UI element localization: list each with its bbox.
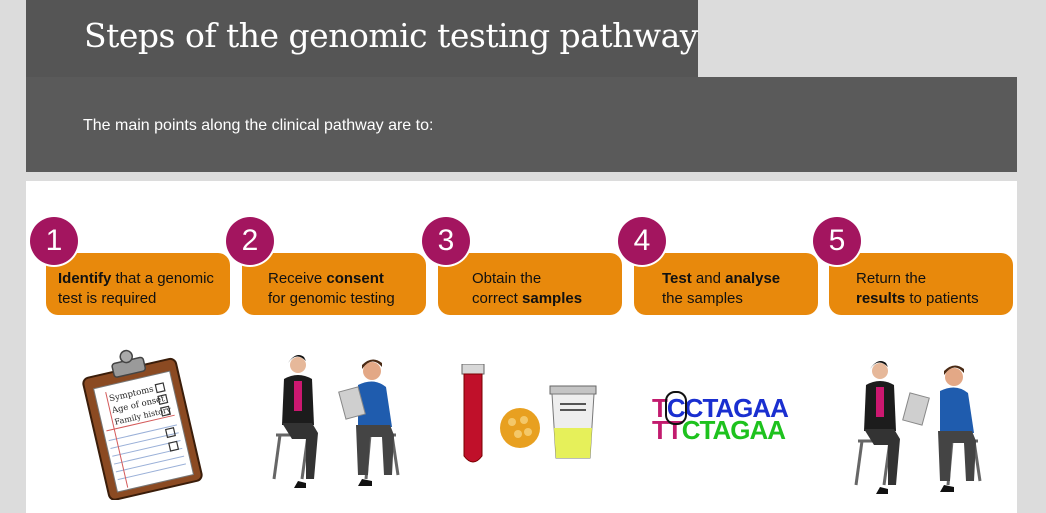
step-4-text: Test and analyse the samples: [662, 269, 780, 309]
step-1-text: Identify that a genomic test is required: [58, 269, 214, 309]
patient-consultation-icon: [854, 361, 982, 494]
step-2-box: [242, 253, 426, 315]
step-4-mid: and: [691, 270, 726, 287]
dna-row-2-prefix: T: [652, 415, 668, 445]
dna-row-1: TCCTAGAA: [652, 391, 789, 425]
step-3-bold: samples: [522, 290, 583, 307]
step-1-line1: that a genomic: [111, 270, 214, 287]
dna-row-1-prefix: T: [652, 393, 668, 423]
dna-row-1-suffix: CTAGAA: [684, 393, 789, 423]
step-4-bold-2: analyse: [725, 270, 781, 287]
dna-sequence-icon: TCCTAGAA TTCTAGAA: [652, 391, 789, 443]
step-3-line2: correct: [472, 290, 523, 307]
step-2-line1: Receive: [268, 270, 327, 287]
page-title: Steps of the genomic testing pathway: [84, 16, 698, 55]
dna-row-1-boxed: C: [664, 391, 687, 425]
blood-sample-icon: [461, 364, 597, 463]
step-1-line2: test is required: [58, 290, 157, 307]
step-4-box: [634, 253, 818, 315]
step-5-bold: results: [856, 290, 906, 307]
step-4-number: 4: [618, 217, 666, 265]
step-2-line2: for genomic testing: [268, 290, 395, 307]
dna-row-2: TTCTAGAA: [652, 417, 788, 443]
step-3-box: [438, 253, 622, 315]
step-3-text: Obtain the correct samples: [472, 269, 582, 309]
step-5-number: 5: [813, 217, 861, 265]
dna-row-2-boxed: T: [666, 415, 683, 445]
step-5-text: Return the results to patients: [856, 269, 979, 309]
step-5-line2: to patients: [905, 290, 979, 307]
step-1-box: [46, 253, 230, 315]
dna-row-2-suffix: CTAGAA: [681, 415, 786, 445]
step-3-number: 3: [422, 217, 470, 265]
step-3-line1: Obtain the: [472, 270, 542, 287]
step-2-number: 2: [226, 217, 274, 265]
step-4-line2: the samples: [662, 290, 743, 307]
step-5-line1: Return the: [856, 270, 927, 287]
step-2-bold: consent: [326, 270, 384, 287]
step-1-bold: Identify: [58, 270, 112, 287]
intro-banner: The main points along the clinical pathw…: [26, 77, 1017, 172]
step-2-text: Receive consent for genomic testing: [268, 269, 395, 309]
title-banner: Steps of the genomic testing pathway: [26, 0, 698, 77]
clipboard-icon: Symptoms Age of onset Family history: [82, 349, 203, 500]
step-5-box: [829, 253, 1013, 315]
pathway-panel: Identify that a genomic test is required…: [26, 181, 1017, 513]
step-4-bold-1: Test: [662, 270, 692, 287]
step-1-number: 1: [30, 217, 78, 265]
intro-text: The main points along the clinical pathw…: [83, 117, 434, 134]
patient-consultation-icon: [272, 355, 400, 488]
